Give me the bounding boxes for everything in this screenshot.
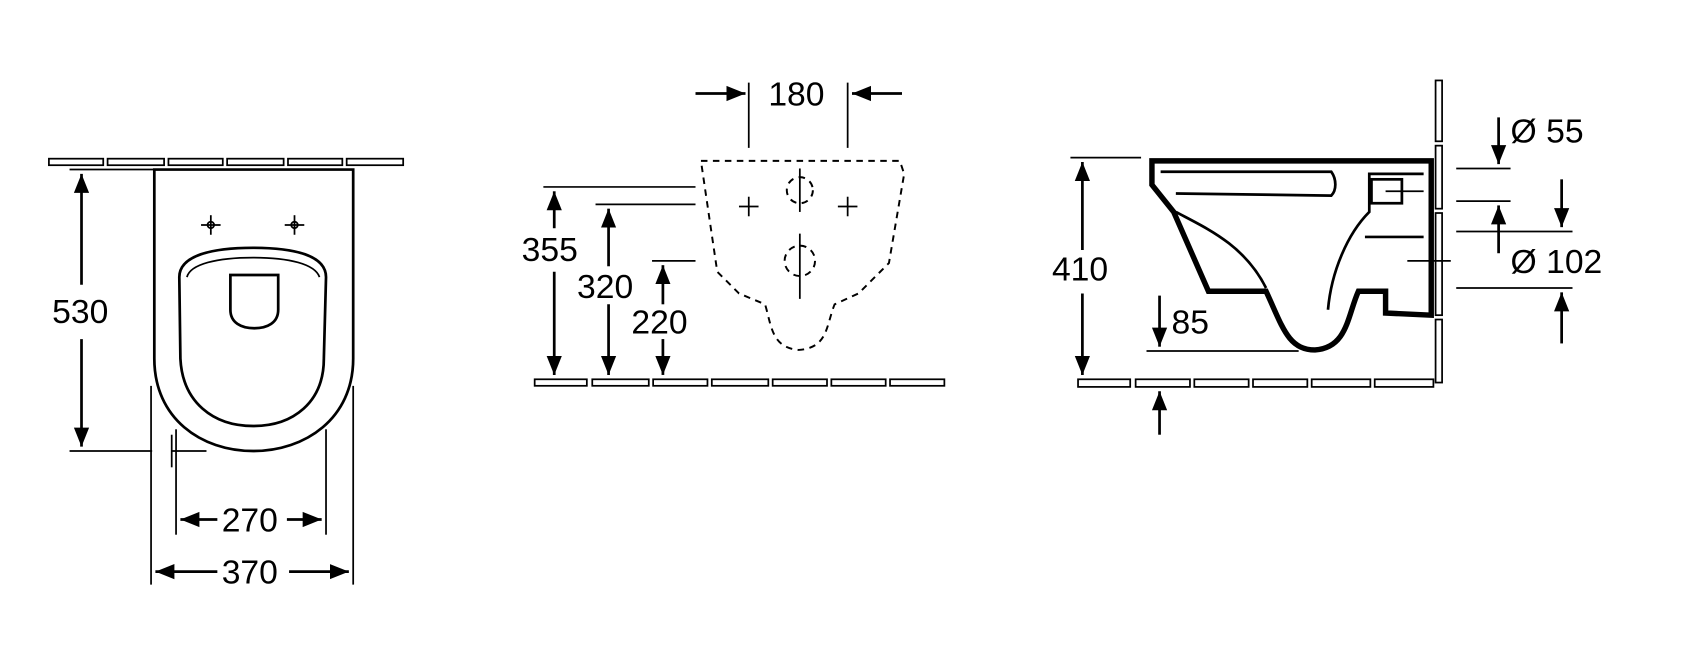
- side-view: 410 85 Ø 55 Ø 102: [1052, 79, 1603, 435]
- dim-height-label: 410: [1052, 251, 1108, 288]
- wall-tiles: [48, 157, 405, 167]
- seat-opening: [177, 246, 328, 428]
- top-view: 530 270 370: [48, 157, 405, 592]
- bowl-outline: [152, 168, 355, 453]
- floor-tiles: [533, 378, 946, 387]
- dim-bowl-clearance-label: 85: [1172, 305, 1209, 342]
- wall-tiles: [1434, 79, 1443, 384]
- dim-outlet-diameter-label: Ø 102: [1511, 244, 1603, 281]
- fixing-point-icon: [201, 215, 305, 235]
- dim-inlet-diameter-label: Ø 55: [1511, 113, 1584, 150]
- dim-bolt-spacing-label: 180: [768, 76, 824, 113]
- front-view: 180 355 320 220: [522, 76, 946, 387]
- flush-outlet: [229, 273, 280, 330]
- bowl-silhouette: [699, 159, 906, 351]
- toilet-profile: [1149, 158, 1434, 353]
- floor-tiles: [1077, 378, 1435, 388]
- dim-depth-label: 530: [52, 294, 108, 331]
- dim-top-height-label: 355: [522, 232, 578, 269]
- dim-bolt-height-label: 320: [577, 269, 633, 306]
- dim-outer-width-label: 370: [222, 555, 278, 592]
- dim-outlet-height-label: 220: [631, 305, 687, 342]
- dim-inner-width-label: 270: [222, 502, 278, 539]
